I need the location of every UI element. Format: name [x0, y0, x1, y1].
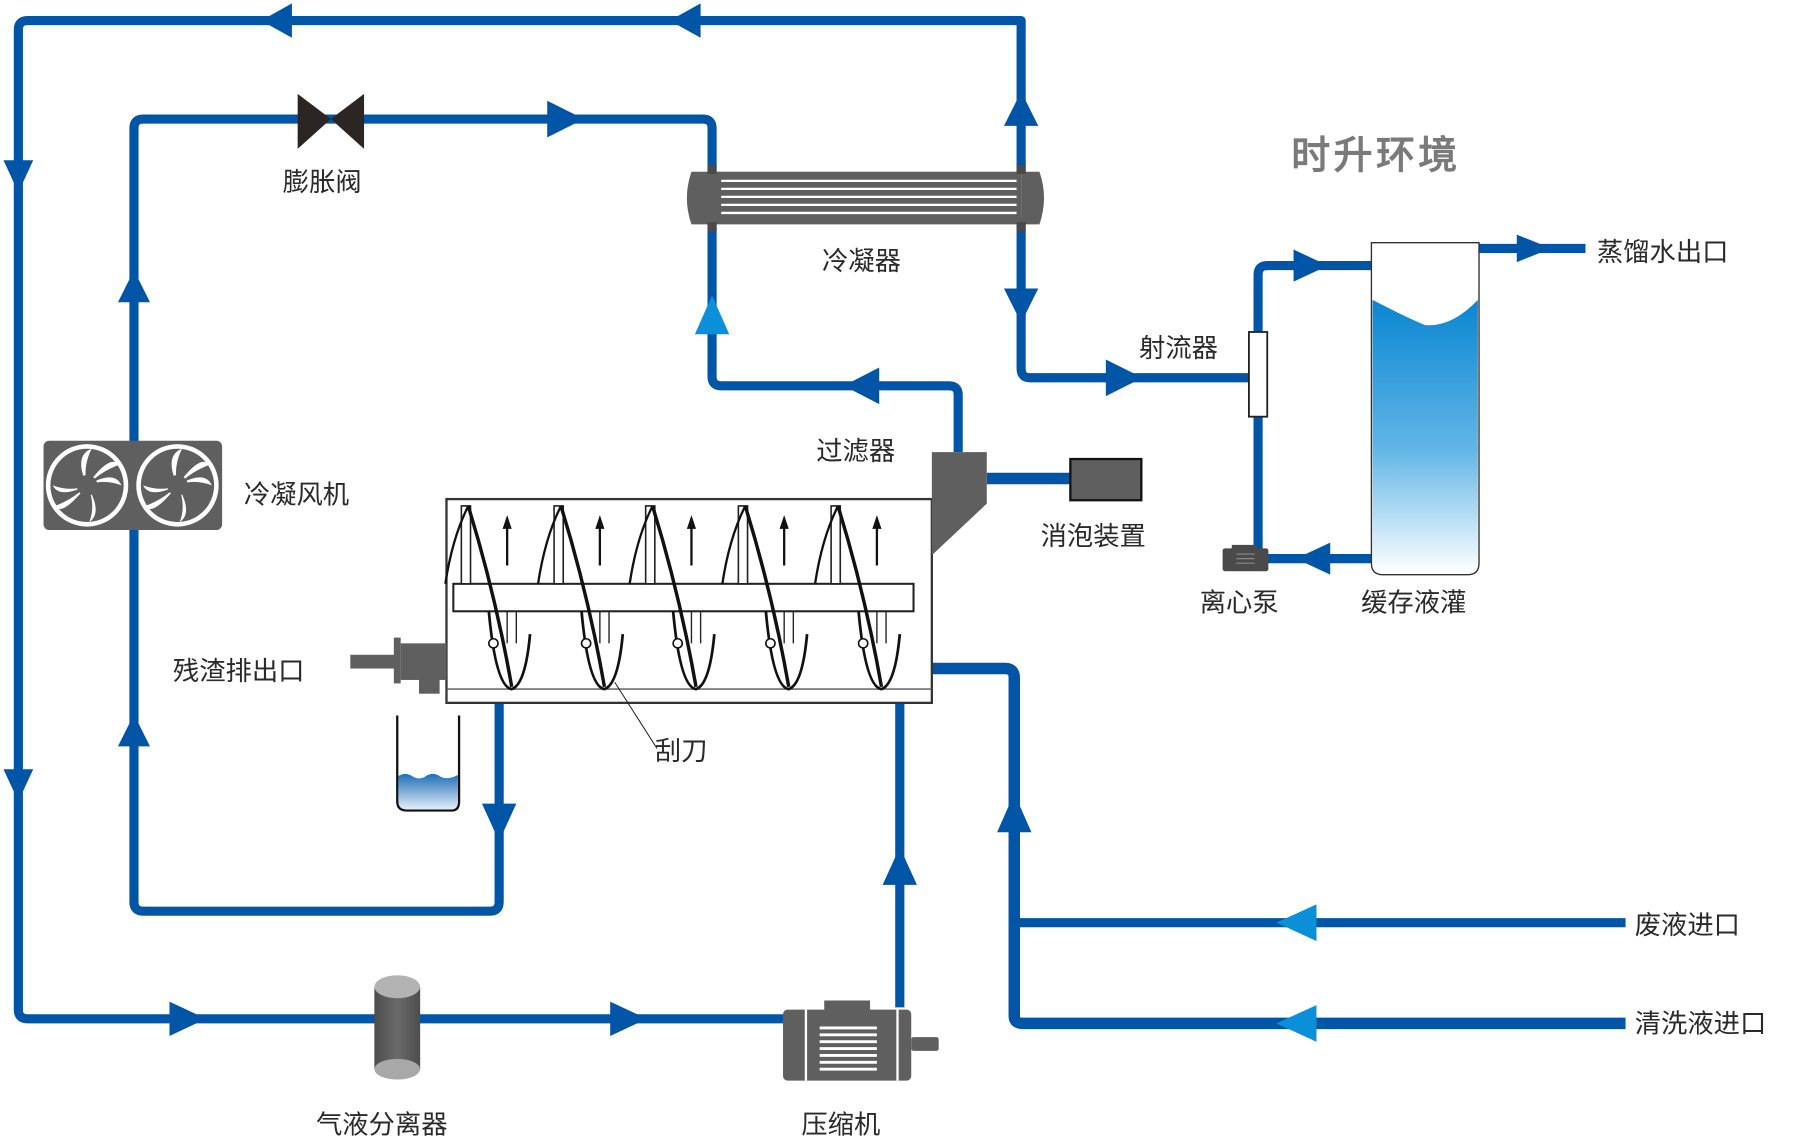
arrow-left: [843, 367, 880, 405]
compressor-icon: [783, 1000, 939, 1081]
arrow-down: [481, 803, 517, 842]
arrow-right: [547, 100, 584, 138]
scraper-blade: [536, 505, 625, 691]
arrow-up: [1003, 91, 1039, 126]
pipe-expansion-line: [129, 114, 717, 905]
label-gas-liquid-separator: 气液分离器: [316, 1110, 448, 1139]
arrow-right: [610, 1001, 647, 1036]
fan-blade-icon: [136, 444, 219, 527]
centrifugal-pump-icon: [1222, 544, 1269, 572]
pipe-inlet-feed: [931, 662, 1626, 1030]
arrow-left: [1295, 542, 1331, 575]
evaporator-vessel: [444, 497, 933, 705]
condenser-icon: [686, 164, 1045, 232]
label-defoamer: 消泡装置: [1041, 522, 1146, 552]
filter-icon: [931, 452, 987, 556]
arrow-up: [997, 793, 1032, 833]
pipe-evaporator-drain: [129, 704, 504, 916]
label-residue-outlet: 残渣排出口: [173, 657, 305, 687]
arrow-left: [669, 3, 701, 38]
label-expansion-valve: 膨胀阀: [283, 168, 362, 198]
arrow-left: [261, 3, 292, 38]
label-filter: 过滤器: [816, 437, 895, 467]
fan-blade-icon: [45, 444, 129, 527]
scraper-blades: [444, 505, 902, 691]
pipe-condenser-to-ejector: [1016, 217, 1251, 383]
label-buffer-tank: 缓存液灌: [1361, 588, 1466, 618]
label-ejector: 射流器: [1139, 334, 1218, 364]
ejector-icon: [1248, 331, 1269, 418]
arrow-up: [117, 270, 150, 303]
pipe-top-return: [13, 16, 1026, 1024]
arrow-up: [694, 295, 730, 335]
buffer-tank-icon: [1370, 241, 1480, 576]
arrow-right: [1516, 234, 1552, 263]
label-cleaning-inlet: 清洗液进口: [1635, 1010, 1767, 1040]
arrow-down: [3, 160, 34, 193]
arrow-left: [1276, 904, 1317, 941]
pipe-ejector-up: [1253, 260, 1372, 332]
arrow-down: [1003, 288, 1039, 323]
brand-title: 时升环境: [1291, 132, 1460, 178]
label-distilled-outlet: 蒸馏水出口: [1597, 238, 1729, 268]
arrow-up: [117, 714, 150, 747]
scraper-blade: [628, 505, 716, 691]
label-compressor: 压缩机: [801, 1110, 880, 1139]
label-centrifugal-pump: 离心泵: [1200, 588, 1279, 618]
residue-outlet-icon: [350, 637, 447, 694]
residue-bucket-icon: [396, 715, 461, 812]
label-condenser: 冷凝器: [822, 247, 901, 277]
pipe-filter-to-condenser: [707, 223, 963, 453]
arrow-right: [1105, 359, 1143, 397]
arrow-right: [1293, 249, 1328, 282]
gas-liquid-separator-icon: [374, 975, 421, 1080]
arrow-right: [169, 1001, 207, 1036]
defoamer-icon: [1069, 457, 1143, 502]
arrow-down: [3, 769, 34, 802]
condenser-fan-icon: [43, 440, 223, 531]
arrow-up: [882, 847, 917, 885]
expansion-valve-icon: [297, 93, 365, 149]
pipe-ejector-down: [1253, 416, 1372, 564]
scraper-blade: [813, 505, 902, 691]
scraper-leader-line: [614, 681, 658, 749]
label-waste-inlet: 废液进口: [1635, 911, 1740, 941]
label-scraper: 刮刀: [655, 737, 708, 767]
scraper-blade: [444, 505, 532, 691]
pipes: [13, 16, 1626, 1030]
scraper-blade: [721, 505, 809, 691]
label-condenser-fan: 冷凝风机: [244, 481, 349, 511]
flow-arrows: [3, 3, 1552, 1042]
arrow-left: [1276, 1005, 1317, 1042]
